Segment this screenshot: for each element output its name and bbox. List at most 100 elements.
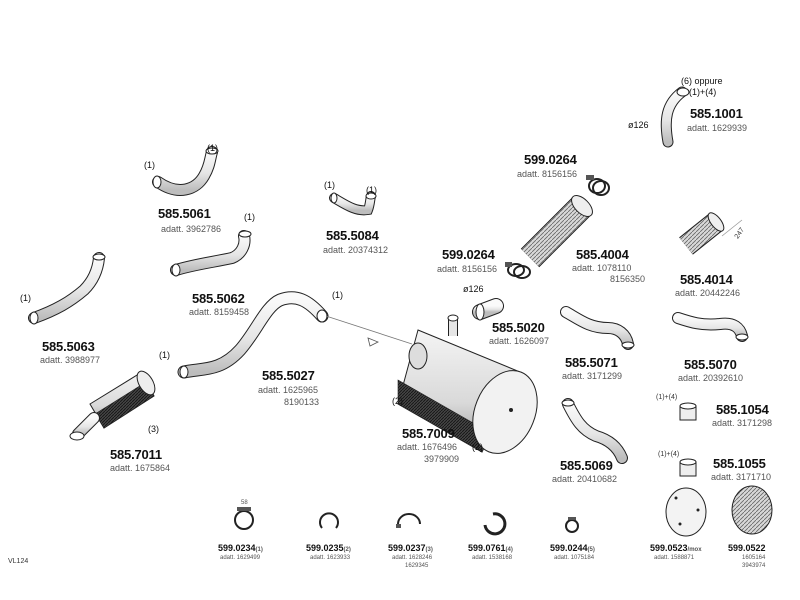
part-number[interactable]: 585.1001 (690, 106, 743, 121)
qty-label: (1) (159, 350, 170, 360)
qty-label: (6) oppure (681, 76, 723, 86)
qty-label: (1) (144, 160, 155, 170)
pipe-585-5020[interactable] (472, 298, 504, 321)
part-ref: adatt. 3962786 (161, 224, 222, 234)
part-number[interactable]: 585.5062 (192, 291, 245, 306)
clamp-599-0264-middle[interactable] (505, 262, 531, 279)
part-number[interactable]: 599.0244(5) (550, 543, 595, 553)
pipe-585-5084[interactable] (329, 191, 377, 216)
part-ref: adatt. 1075184 (554, 555, 595, 561)
qty-label: (1) (207, 143, 218, 153)
clamp-599-0237[interactable] (396, 513, 421, 528)
qty-label: (1)+(4) (658, 451, 680, 458)
grille-599-0522[interactable] (731, 485, 773, 535)
qty-label: (2) (472, 442, 483, 452)
part-ref: adatt. 3171710 (711, 472, 772, 482)
part-ref: 8190133 (284, 397, 320, 407)
part-ref: adatt. 1629499 (220, 555, 261, 561)
connection-line (325, 315, 413, 347)
part-number[interactable]: 585.4004 (576, 247, 629, 262)
part-number[interactable]: 599.0522 (728, 543, 766, 553)
part-ref: 1629345 (405, 563, 429, 569)
part-number[interactable]: 585.5069 (560, 458, 613, 473)
part-ref: adatt. 1676496 (397, 442, 458, 452)
pipe-585-5070[interactable] (672, 312, 749, 342)
qty-label: (1) (324, 180, 335, 190)
pipe-585-5062[interactable] (170, 230, 252, 277)
part-number[interactable]: 585.5070 (684, 357, 737, 372)
part-tag: 58 (241, 500, 248, 506)
part-ref: adatt. 1078110 (572, 263, 632, 273)
flex-pipe-585-4004[interactable] (520, 192, 596, 268)
silencer-585-7009[interactable] (397, 314, 549, 463)
pipe-585-5061[interactable] (152, 146, 219, 196)
part-ref: 8156350 (610, 274, 646, 284)
qty-label: (1)+(4) (689, 87, 717, 97)
part-number[interactable]: 585.7009 (402, 426, 455, 441)
qty-label: (1) (244, 212, 255, 222)
pipe-585-5071[interactable] (560, 306, 635, 350)
clamp-599-0264-top[interactable] (586, 175, 610, 196)
part-number[interactable]: 585.5061 (158, 206, 211, 221)
part-ref: adatt. 1538168 (472, 555, 513, 561)
clamp-599-0235[interactable] (319, 512, 339, 529)
qty-label: (1) (332, 290, 343, 300)
dimension-label: ø126 (628, 120, 649, 130)
part-ref: adatt. 20442246 (675, 288, 741, 298)
part-ref: adatt. 1675864 (110, 463, 171, 473)
sleeve-585-1055[interactable] (679, 458, 697, 477)
part-number[interactable]: 599.0235(2) (306, 543, 351, 553)
part-ref: adatt. 1626097 (489, 336, 550, 346)
part-ref: adatt. 1625965 (258, 385, 319, 395)
part-number[interactable]: 585.5071 (565, 355, 618, 370)
pipe-585-5027[interactable] (177, 291, 329, 379)
qty-label: (1) (20, 293, 31, 303)
part-ref: adatt. 1628246 (392, 555, 433, 561)
sleeve-585-1054[interactable] (679, 402, 697, 421)
part-number[interactable]: 599.0264 (524, 152, 577, 167)
part-ref: 1605164 (742, 555, 766, 561)
part-number[interactable]: 599.0234(1) (218, 543, 263, 553)
part-number[interactable]: 585.1055 (713, 456, 766, 471)
flex-pipe-585-4014[interactable] (679, 210, 743, 255)
part-ref: 3979909 (424, 454, 460, 464)
part-number[interactable]: 599.0264 (442, 247, 495, 262)
pipe-585-5069[interactable] (561, 398, 628, 464)
part-number[interactable]: 585.5084 (326, 228, 379, 243)
qty-label: (2) (392, 396, 403, 406)
part-number[interactable]: 585.5020 (492, 320, 545, 335)
part-ref: adatt. 1588871 (654, 555, 695, 561)
part-ref: adatt. 3988977 (40, 355, 101, 365)
part-ref: adatt. 3171298 (712, 418, 773, 428)
part-ref: adatt. 3171299 (562, 371, 623, 381)
clamp-599-0244[interactable] (565, 517, 579, 533)
part-number[interactable]: 585.1054 (716, 402, 769, 417)
part-ref: adatt. 8159458 (189, 307, 250, 317)
part-number[interactable]: 599.0523/mox (650, 543, 702, 553)
pipe-585-1001[interactable] (660, 86, 690, 148)
part-ref: 3943974 (742, 563, 766, 569)
part-number[interactable]: 585.5063 (42, 339, 95, 354)
part-ref: adatt. 1629939 (687, 123, 748, 133)
dimension-label: ø126 (463, 284, 484, 294)
silencer-585-7011[interactable] (69, 368, 159, 441)
part-ref: adatt. 20374312 (323, 245, 389, 255)
qty-label: (1)+(4) (656, 394, 678, 401)
pipe-585-5063[interactable] (28, 252, 106, 325)
part-number[interactable]: 585.5027 (262, 368, 315, 383)
part-number[interactable]: 599.0237(3) (388, 543, 433, 553)
qty-label: (3) (148, 424, 159, 434)
qty-label: (1) (366, 185, 377, 195)
ring-599-0761[interactable] (483, 512, 507, 536)
plate-599-0523[interactable] (665, 487, 707, 537)
part-ref: adatt. 1623933 (310, 555, 351, 561)
sheet-code: VL124 (8, 558, 29, 565)
clamp-599-0234[interactable] (234, 507, 254, 530)
part-ref: adatt. 8156156 (437, 264, 498, 274)
part-ref: adatt. 8156156 (517, 169, 578, 179)
part-number[interactable]: 585.7011 (110, 447, 162, 462)
part-number[interactable]: 585.4014 (680, 272, 733, 287)
part-ref: adatt. 20392610 (678, 373, 744, 383)
part-number[interactable]: 599.0761(4) (468, 543, 513, 553)
